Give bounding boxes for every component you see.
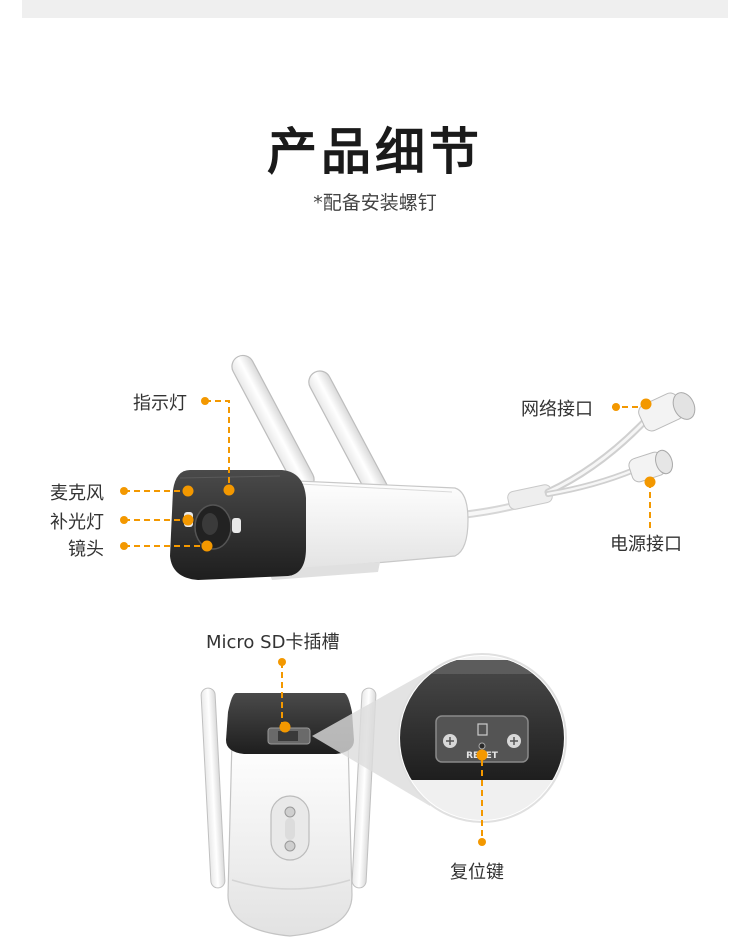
camera-side-view [170, 354, 696, 580]
label-reset-button: 复位键 [450, 862, 504, 883]
page-title: 产品细节 [267, 123, 483, 181]
zoom-beam [312, 670, 430, 806]
callout-lines-top [124, 400, 651, 547]
cable [458, 392, 696, 519]
label-indicator-light: 指示灯 [133, 393, 187, 414]
callout-dots-bottom [278, 658, 488, 846]
top-band [22, 0, 728, 18]
camera-back-view [200, 687, 377, 937]
callout-lines-bottom [281, 662, 483, 842]
lens [194, 504, 232, 550]
label-power-port: 电源接口 [610, 534, 682, 555]
fill-light-right [232, 518, 241, 533]
label-network-port: 网络接口 [521, 399, 593, 420]
label-fill-light: 补光灯 [50, 512, 104, 533]
label-microphone: 麦克风 [50, 483, 104, 504]
label-sd-slot: Micro SD卡插槽 [206, 632, 340, 653]
label-lens: 镜头 [68, 539, 104, 560]
page-subtitle: *配备安装螺钉 [313, 192, 437, 214]
callout-dots-top [120, 397, 656, 552]
